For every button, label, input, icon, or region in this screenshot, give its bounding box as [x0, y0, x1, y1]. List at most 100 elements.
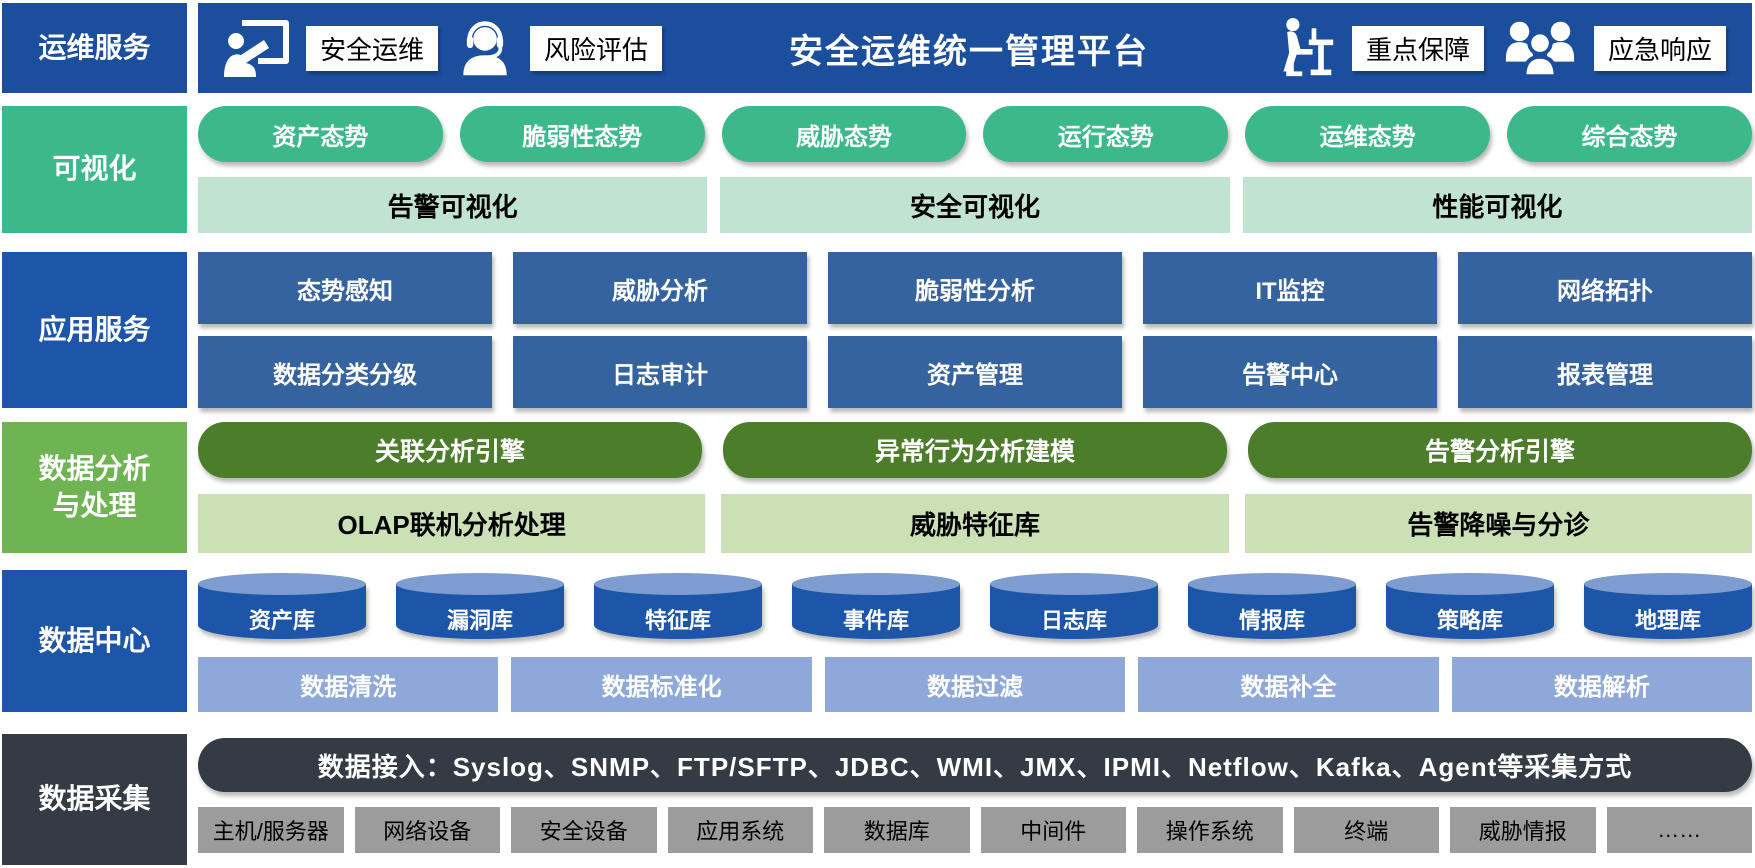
source-threat-intelligence: 威胁情报	[1450, 807, 1596, 853]
bar-olap: OLAP联机分析处理	[198, 494, 706, 553]
bar-data-completion: 数据补全	[1138, 657, 1439, 712]
layer-data-collection: 数据采集 数据接入：Syslog、SNMP、FTP/SFTP、JDBC、WMI、…	[2, 734, 1752, 865]
app-box-alert-center: 告警中心	[1143, 336, 1437, 408]
bar-data-parsing: 数据解析	[1451, 657, 1753, 712]
source-operating-system: 操作系统	[1137, 807, 1283, 853]
cylinder-top	[594, 573, 762, 595]
app-services-content: 态势感知 威胁分析 脆弱性分析 IT监控 网络拓扑 数据分类分级 日志审计 资产…	[198, 252, 1752, 408]
app-box-vulnerability-analysis: 脆弱性分析	[828, 252, 1122, 324]
situation-pills: 资产态势 脆弱性态势 威胁态势 运行态势 运维态势 综合态势	[198, 106, 1752, 162]
pill-vulnerability-situation: 脆弱性态势	[459, 106, 705, 162]
source-application-system: 应用系统	[667, 807, 813, 853]
database-cylinders: 资产库 漏洞库 特征库 事件库	[198, 573, 1752, 639]
presentation-icon	[224, 20, 289, 77]
ops-item-risk-assessment: 风险评估	[456, 19, 663, 77]
pill-correlation-engine: 关联分析引擎	[198, 422, 702, 478]
bar-data-standardization: 数据标准化	[511, 657, 812, 712]
sidebar-app-services: 应用服务	[2, 252, 187, 408]
pill-comprehensive-situation: 综合态势	[1507, 106, 1752, 162]
ops-item-label: 安全运维	[306, 25, 439, 71]
data-analysis-content: 关联分析引擎 异常行为分析建模 告警分析引擎 OLAP联机分析处理 威胁特征库 …	[198, 422, 1752, 553]
bar-security-visualization: 安全可视化	[720, 177, 1230, 233]
database-label: 日志库	[1040, 608, 1107, 633]
layer-data-analysis: 数据分析 与处理 关联分析引擎 异常行为分析建模 告警分析引擎 OLAP联机分析…	[2, 422, 1752, 553]
bar-threat-signature-db: 威胁特征库	[721, 494, 1229, 553]
database-asset: 资产库	[198, 573, 366, 639]
app-box-it-monitoring: IT监控	[1143, 252, 1437, 324]
sidebar-ops-services: 运维服务	[2, 3, 187, 93]
database-event: 事件库	[792, 573, 960, 639]
app-box-log-audit: 日志审计	[513, 336, 807, 408]
app-box-situation-awareness: 态势感知	[198, 252, 492, 324]
database-policy: 策略库	[1386, 573, 1554, 639]
data-access-bar: 数据接入：Syslog、SNMP、FTP/SFTP、JDBC、WMI、JMX、I…	[198, 738, 1752, 792]
database-geo: 地理库	[1584, 573, 1752, 639]
source-database: 数据库	[824, 807, 970, 853]
pill-ops-situation: 运维态势	[1245, 106, 1491, 162]
sidebar-data-analysis: 数据分析 与处理	[2, 422, 187, 553]
bar-alert-visualization: 告警可视化	[198, 177, 708, 233]
source-middleware: 中间件	[980, 807, 1126, 853]
pill-threat-situation: 威胁态势	[721, 106, 967, 162]
database-signature: 特征库	[594, 573, 762, 639]
ops-services-bar: 安全运维 风险评估 安全运维统一管理平台	[198, 3, 1752, 93]
ops-item-label: 应急响应	[1593, 25, 1726, 71]
ops-item-security-ops: 安全运维	[224, 19, 439, 77]
bar-data-cleaning: 数据清洗	[198, 657, 499, 712]
database-label: 情报库	[1238, 608, 1305, 633]
source-host-server: 主机/服务器	[198, 807, 344, 853]
sidebar-label: 运维服务	[38, 31, 151, 63]
database-vulnerability: 漏洞库	[396, 573, 564, 639]
bar-data-filtering: 数据过滤	[824, 657, 1126, 712]
ops-item-label: 风险评估	[530, 25, 663, 71]
app-box-threat-analysis: 威胁分析	[513, 252, 807, 324]
pill-asset-situation: 资产态势	[198, 106, 443, 162]
layer-app-services: 应用服务 态势感知 威胁分析 脆弱性分析 IT监控 网络拓扑 数据分类分级 日志…	[2, 252, 1752, 408]
sidebar-label: 可视化	[52, 153, 137, 185]
sidebar-label: 数据采集	[38, 783, 151, 815]
platform-title: 安全运维统一管理平台	[789, 32, 1149, 71]
bar-alert-noise-reduction: 告警降噪与分诊	[1244, 494, 1752, 553]
database-label: 事件库	[842, 608, 909, 633]
sidebar-label: 数据分析 与处理	[38, 453, 151, 521]
visualization-content: 资产态势 脆弱性态势 威胁态势 运行态势 运维态势 综合态势 告警可视化 安全可…	[198, 106, 1752, 233]
ops-item-key-support: 重点保障	[1276, 16, 1484, 80]
sidebar-visualization: 可视化	[2, 106, 187, 233]
app-box-asset-management: 资产管理	[828, 336, 1122, 408]
cylinder-top	[198, 573, 366, 595]
database-log: 日志库	[990, 573, 1158, 639]
app-services-row2: 数据分类分级 日志审计 资产管理 告警中心 报表管理	[198, 336, 1752, 408]
data-center-content: 资产库 漏洞库 特征库 事件库	[198, 570, 1753, 712]
analysis-engine-pills: 关联分析引擎 异常行为分析建模 告警分析引擎	[198, 422, 1752, 478]
pill-alert-analysis-engine: 告警分析引擎	[1248, 422, 1752, 478]
layer-data-center: 数据中心 资产库 漏洞库 特征库	[2, 570, 1753, 712]
cylinder-top	[792, 573, 960, 595]
pill-operation-situation: 运行态势	[983, 106, 1229, 162]
layer-visualization: 可视化 资产态势 脆弱性态势 威胁态势 运行态势 运维态势 综合态势 告警可视化…	[2, 106, 1752, 233]
cylinder-top	[1386, 573, 1554, 595]
ops-item-label: 重点保障	[1351, 25, 1484, 71]
pill-abnormal-behavior-modeling: 异常行为分析建模	[723, 422, 1227, 478]
sidebar-label: 数据中心	[38, 624, 151, 656]
layer-ops-services: 运维服务 安全运维 风险评估	[2, 3, 1752, 93]
app-box-network-topology: 网络拓扑	[1458, 252, 1752, 324]
database-intelligence: 情报库	[1188, 573, 1356, 639]
app-box-data-classification: 数据分类分级	[198, 336, 492, 408]
database-label: 策略库	[1436, 608, 1503, 633]
source-network-device: 网络设备	[354, 807, 500, 853]
database-label: 漏洞库	[446, 608, 513, 633]
source-terminal: 终端	[1293, 807, 1439, 853]
cylinder-top	[1584, 573, 1752, 595]
ops-item-emergency-response: 应急响应	[1502, 19, 1726, 77]
visualization-bars: 告警可视化 安全可视化 性能可视化	[198, 177, 1752, 233]
source-security-device: 安全设备	[511, 807, 657, 853]
data-collection-content: 数据接入：Syslog、SNMP、FTP/SFTP、JDBC、WMI、JMX、I…	[198, 734, 1752, 865]
sidebar-data-center: 数据中心	[2, 570, 187, 712]
operator-desk-icon	[1283, 18, 1334, 77]
cylinder-top	[396, 573, 564, 595]
team-icon	[1505, 21, 1575, 77]
database-label: 资产库	[248, 608, 315, 633]
cylinder-top	[990, 573, 1158, 595]
sidebar-data-collection: 数据采集	[2, 734, 187, 865]
